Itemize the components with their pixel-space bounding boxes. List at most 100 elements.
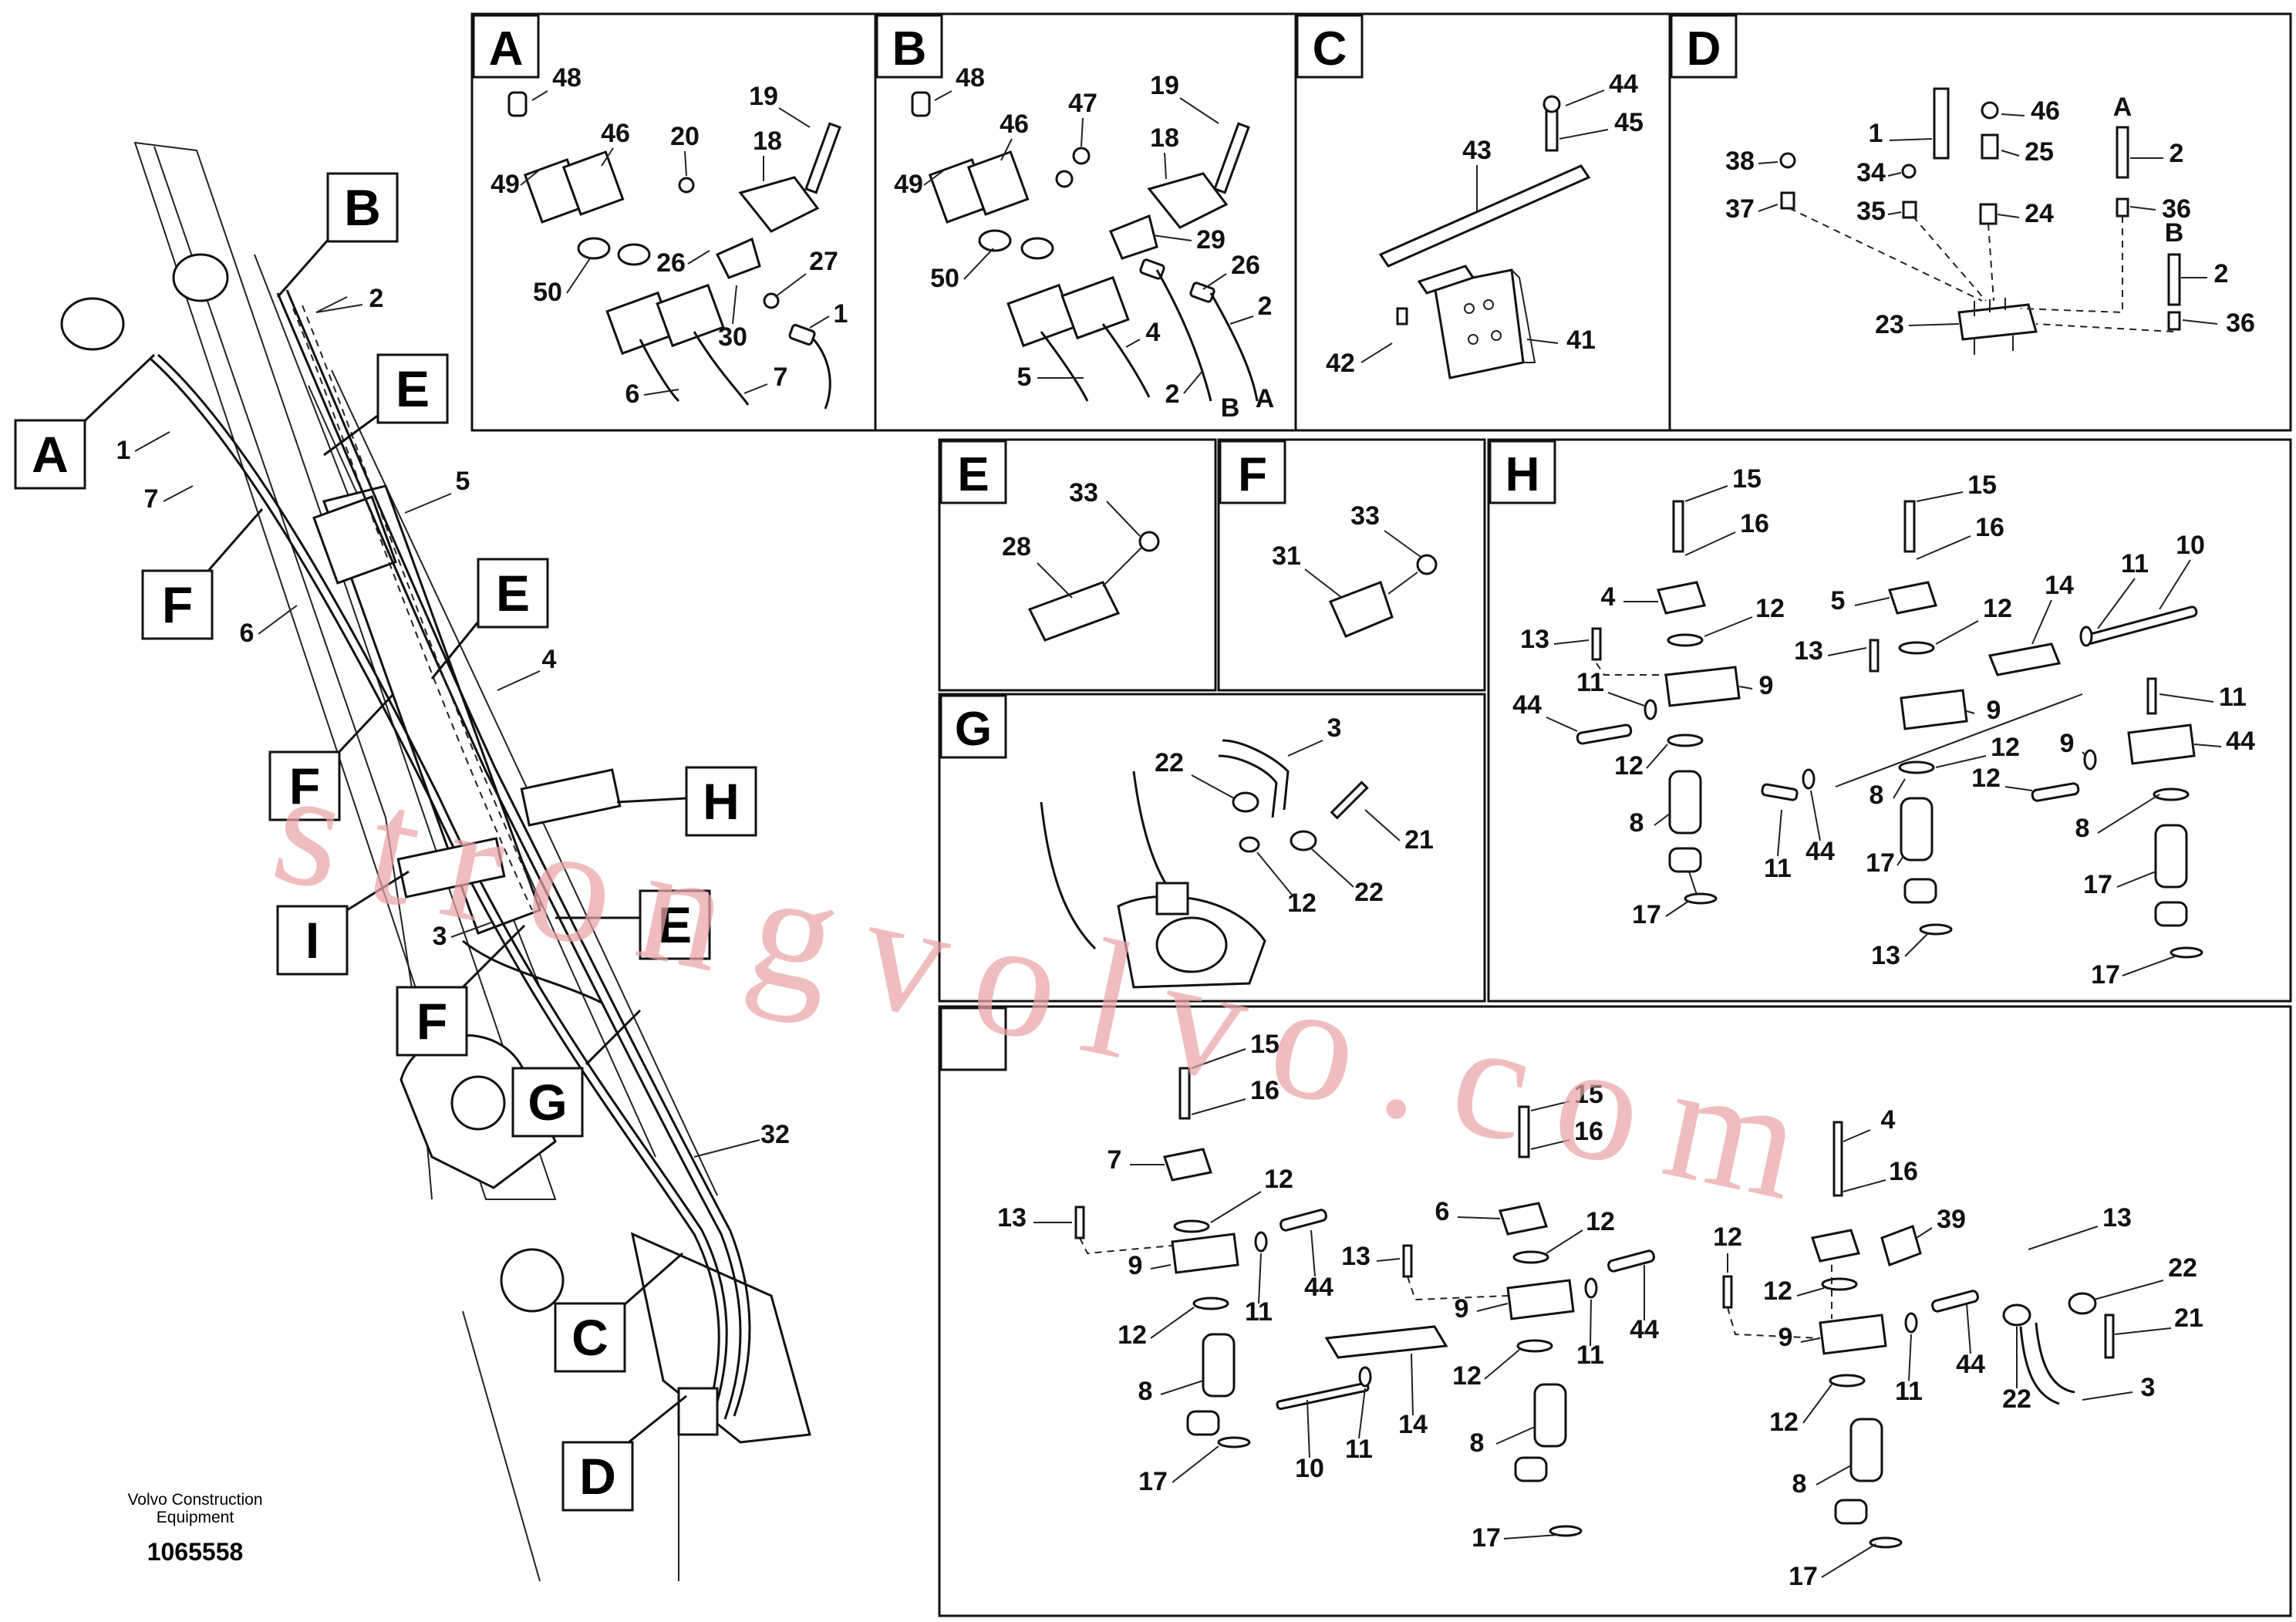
part-number-label: E xyxy=(396,360,430,417)
part-number-label: 20 xyxy=(670,122,700,151)
part-number-label: F xyxy=(416,993,447,1050)
part-number-label: 11 xyxy=(2219,683,2247,712)
part-number-label: 12 xyxy=(1264,1165,1293,1194)
part-number-label: 19 xyxy=(1150,71,1179,100)
part-number-label: 12 xyxy=(1713,1222,1742,1252)
callout-E-2[interactable]: E xyxy=(430,558,549,679)
part-number-label: 13 xyxy=(1341,1242,1371,1271)
part-number-label: 46 xyxy=(1000,110,1029,139)
part-number-label: 35 xyxy=(1856,197,1886,226)
callout-A[interactable]: A xyxy=(14,353,156,490)
callout-E-3[interactable]: E xyxy=(555,889,711,960)
callout-I[interactable]: I xyxy=(276,870,410,976)
part-number-label: 17 xyxy=(1866,848,1895,878)
callout-H[interactable]: H xyxy=(616,766,757,837)
part-number-label: 12 xyxy=(1991,733,2020,762)
part-number-label: 4 xyxy=(542,645,557,674)
part-number-label: 44 xyxy=(1956,1350,1985,1379)
part-number-label: A xyxy=(1256,384,1275,413)
part-number-label: 6 xyxy=(1435,1197,1450,1226)
part-number-label: 36 xyxy=(2226,309,2255,338)
callout-D[interactable]: D xyxy=(561,1394,687,1512)
part-number-label: 16 xyxy=(1574,1117,1603,1146)
part-number-label: 48 xyxy=(552,63,582,93)
part-number-label: B xyxy=(344,179,381,236)
part-number-label: E xyxy=(957,448,989,501)
overview-callouts: A B E F E F H xyxy=(14,172,757,1512)
part-number-label: I xyxy=(305,912,319,969)
part-number-label: 8 xyxy=(2075,814,2090,843)
part-number-label: 39 xyxy=(1937,1205,1966,1234)
part-number-label: 9 xyxy=(1455,1294,1469,1324)
top-panels-frame xyxy=(470,12,2292,432)
part-number-label: 25 xyxy=(2025,137,2054,167)
part-number-label: 23 xyxy=(1875,310,1904,339)
part-number-label: 12 xyxy=(1763,1276,1792,1306)
part-number-label: G xyxy=(955,703,992,756)
part-number-label: 2 xyxy=(1258,292,1273,321)
part-number-label: 12 xyxy=(1769,1408,1799,1437)
part-number-label: A xyxy=(489,22,524,76)
part-number-label: 33 xyxy=(1069,478,1098,508)
part-number-label: 42 xyxy=(1326,349,1355,378)
part-number-label: 7 xyxy=(774,363,788,392)
panel-G-detail: 3 22 21 12 22 xyxy=(1040,713,1434,989)
part-number-label: 27 xyxy=(809,247,838,276)
part-number-label: H xyxy=(1505,448,1540,501)
callout-F-1[interactable]: F xyxy=(141,508,264,640)
overview-part-labels: 1 2 7 6 5 4 3 32 xyxy=(116,284,790,1158)
part-number-label: 44 xyxy=(1512,690,1542,720)
part-number-label: A xyxy=(2113,93,2132,122)
part-number-label: 17 xyxy=(1789,1562,1818,1591)
part-number-label: 43 xyxy=(1462,136,1492,165)
panel-A-detail: 48 49 46 20 19 18 50 26 30 27 1 6 7 xyxy=(491,63,848,410)
callout-G[interactable]: G xyxy=(511,1009,642,1138)
part-number-label: 8 xyxy=(1138,1377,1153,1406)
part-number-label: 34 xyxy=(1856,158,1886,187)
part-number-label: 6 xyxy=(240,619,255,648)
part-number-label: 30 xyxy=(718,322,747,352)
part-number-label: F xyxy=(289,757,320,814)
part-number-label: 12 xyxy=(1586,1207,1615,1236)
panel-titles: A B C D E F H G xyxy=(472,14,1738,1071)
part-number-label: 1 xyxy=(116,436,131,465)
part-number-label: 10 xyxy=(2176,531,2205,560)
callout-F-3[interactable]: F xyxy=(396,924,526,1057)
part-number-label: 9 xyxy=(1759,671,1774,700)
part-number-label: 28 xyxy=(1002,532,1031,561)
part-number-label: 3 xyxy=(2141,1373,2156,1402)
part-number-label: 22 xyxy=(1354,878,1384,907)
part-number-label: 4 xyxy=(1146,318,1161,347)
part-number-label: 11 xyxy=(2121,549,2149,578)
part-number-label: D xyxy=(579,1448,616,1505)
part-number-label: A xyxy=(32,426,69,483)
panel-H-part-17-third: 17 xyxy=(2091,960,2120,990)
part-number-label: 26 xyxy=(656,248,686,278)
part-number-label: 1 xyxy=(1869,119,1883,148)
part-number-label: 26 xyxy=(1231,251,1260,280)
panel-F-detail: 33 31 xyxy=(1272,501,1438,638)
part-number-label: 11 xyxy=(1576,668,1604,697)
callout-C[interactable]: C xyxy=(554,1252,683,1373)
part-number-label: 13 xyxy=(997,1203,1027,1233)
callout-E-1[interactable]: E xyxy=(323,353,449,457)
part-number-label: 17 xyxy=(1632,900,1661,929)
panel-D-detail: 1 46 25 38 34 37 35 24 2 36 2 36 23 A B xyxy=(1725,87,2255,355)
callout-B[interactable]: B xyxy=(276,172,399,298)
part-number-label: 50 xyxy=(930,264,959,293)
part-number-label: F xyxy=(1238,448,1267,501)
part-number-label: 48 xyxy=(956,63,985,93)
part-number-label: 32 xyxy=(760,1120,790,1149)
company-line-2: Equipment xyxy=(157,1509,234,1526)
part-number-label: 13 xyxy=(1794,636,1823,666)
part-number-label: 12 xyxy=(1118,1320,1147,1350)
part-number-label: 12 xyxy=(1287,889,1317,918)
part-number-label: C xyxy=(571,1309,609,1366)
part-number-label: E xyxy=(658,896,692,953)
part-number-label: 8 xyxy=(1870,781,1884,810)
callout-F-2[interactable]: F xyxy=(268,693,395,821)
part-number-label: 44 xyxy=(2226,727,2255,756)
part-number-label: 15 xyxy=(1967,470,1997,500)
part-number-label: 44 xyxy=(1609,69,1638,99)
